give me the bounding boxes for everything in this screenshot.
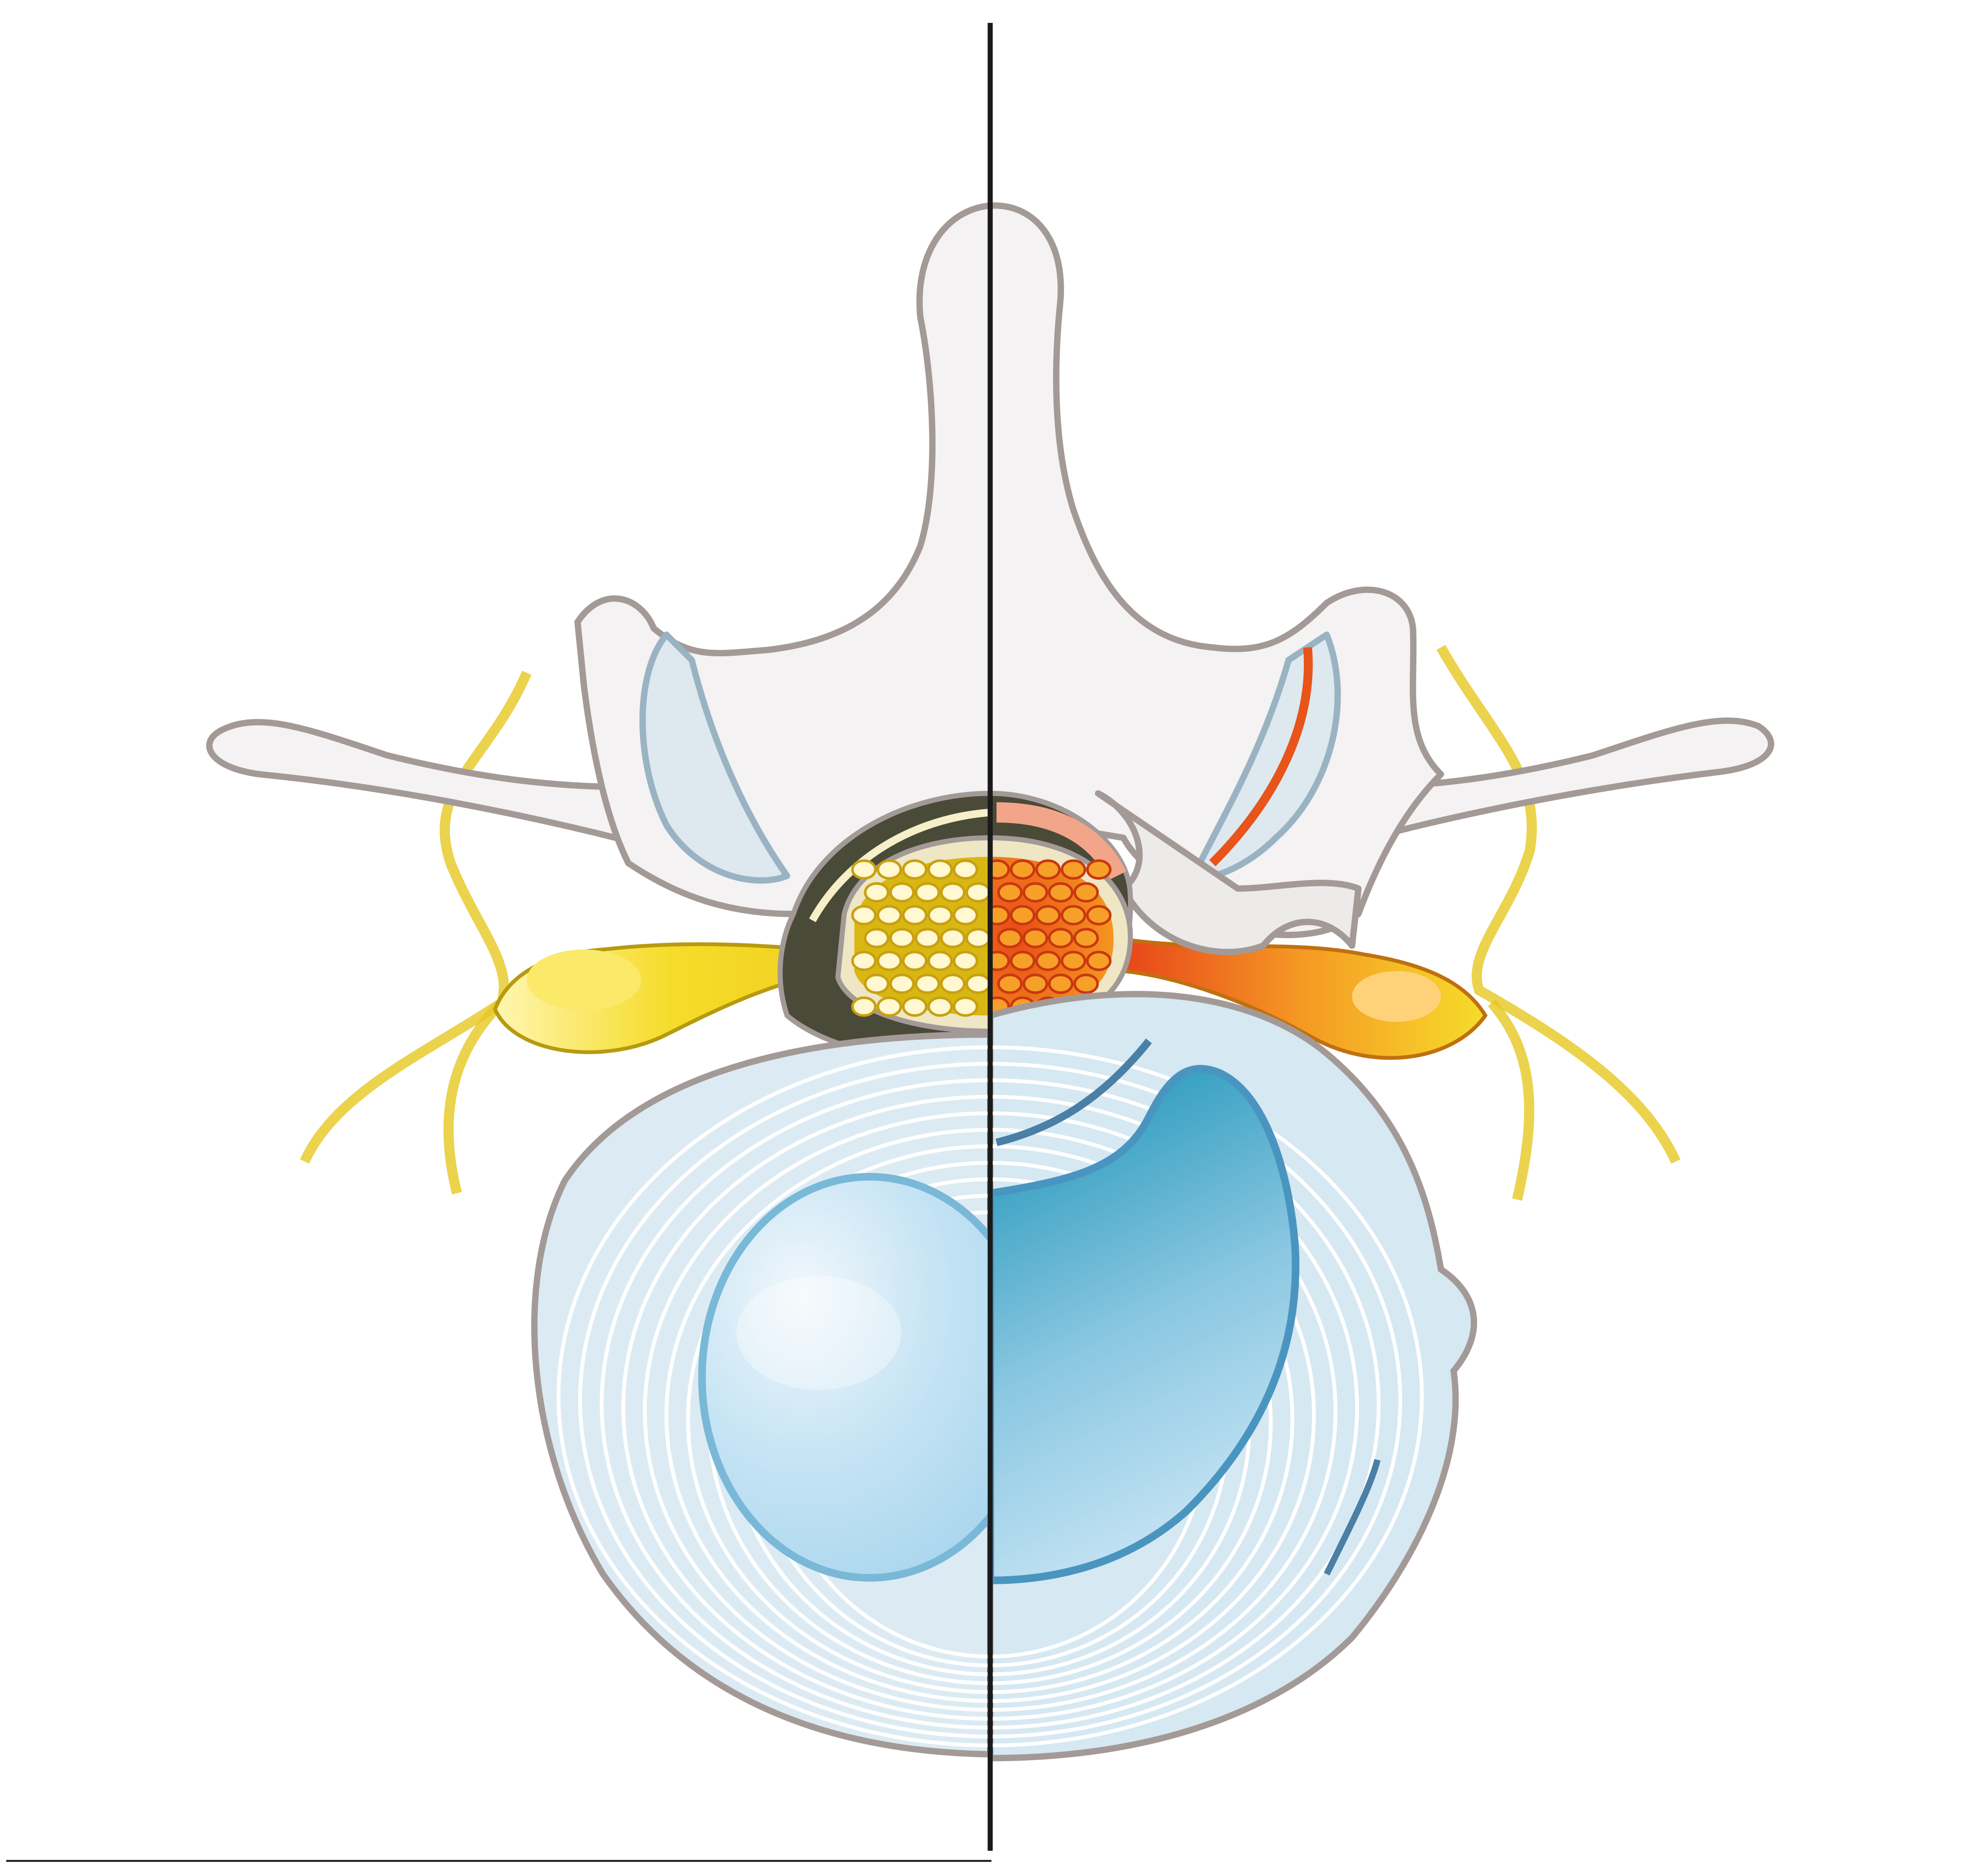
annulus-ring <box>991 1078 1381 1730</box>
nerve-fiber <box>927 905 953 926</box>
right-transverse-process <box>1355 717 1774 841</box>
inflamed-nerve-fiber <box>1010 950 1036 971</box>
inflamed-nerve-fiber <box>1048 928 1074 948</box>
inflamed-nerve-fiber <box>1073 882 1099 903</box>
nerve-fiber <box>851 950 877 971</box>
nerve-fiber <box>876 905 902 926</box>
right-facet-inflammation <box>1209 647 1313 867</box>
nerve-fiber <box>965 928 991 948</box>
inflamed-nerve-fiber <box>1048 882 1074 903</box>
inflamed-nerve-fiber <box>1061 859 1086 880</box>
nerve-fiber <box>902 950 928 971</box>
nerve-fiber <box>952 996 979 1017</box>
annulus-ring <box>991 1095 1359 1721</box>
nerve-fiber <box>940 973 966 994</box>
annulus-ring <box>991 1045 1424 1748</box>
nerve-fiber <box>914 928 940 948</box>
nerve-fiber <box>902 996 928 1017</box>
nerve-fiber <box>864 928 890 948</box>
right-ligamentum-flavum-thickened <box>996 802 1127 881</box>
nerve-fiber <box>965 882 991 903</box>
nerve-fiber <box>876 859 902 880</box>
nerve-fiber <box>889 973 915 994</box>
healthy-nucleus-pulposus <box>698 1173 992 1582</box>
annulus-ring <box>991 1062 1403 1739</box>
nerve-fiber <box>851 996 877 1017</box>
right-dorsal-root-ganglion <box>1352 971 1441 1022</box>
inflamed-nerve-fiber <box>1048 973 1074 994</box>
inflamed-nerve-fiber <box>997 973 1023 994</box>
left-ligamentum-flavum <box>809 808 991 922</box>
intervertebral-disc <box>531 991 1477 1761</box>
inflamed-nerve-fiber <box>991 859 1010 880</box>
right-osteophyte <box>1095 790 1362 955</box>
inflamed-nerve-fiber <box>1022 882 1048 903</box>
inflamed-nerve-fiber <box>1073 928 1099 948</box>
inflamed-nerve-fiber <box>991 905 1010 926</box>
annulus-ring <box>991 1161 1273 1685</box>
inflamed-nerve-fiber <box>1022 928 1048 948</box>
vertebral-arch <box>206 202 1774 955</box>
inflamed-nerve-fiber <box>1035 950 1061 971</box>
annular-tear-lateral <box>1324 1459 1381 1576</box>
nerve-fiber <box>889 928 915 948</box>
nerve-fiber <box>940 882 966 903</box>
nerve-fiber <box>864 882 890 903</box>
nerve-fiber <box>952 859 979 880</box>
left-dorsal-root-ganglion <box>527 949 641 1011</box>
nerve-fiber <box>914 882 940 903</box>
nerve-fiber <box>876 950 902 971</box>
inflamed-nerve-fiber <box>1010 859 1036 880</box>
nerve-fiber <box>952 905 979 926</box>
nerve-fiber <box>902 859 928 880</box>
inflamed-nerve-fiber <box>991 950 1010 971</box>
inflamed-nerve-fiber <box>1035 859 1061 880</box>
inflamed-nerve-fiber <box>1086 859 1112 880</box>
inflamed-nerve-fiber <box>1010 905 1036 926</box>
nerve-fiber <box>889 882 915 903</box>
nerve-fiber <box>927 859 953 880</box>
nerve-fiber <box>927 950 953 971</box>
inflamed-nerve-fiber <box>1035 905 1061 926</box>
inflamed-nerve-fiber <box>1086 950 1112 971</box>
nerve-fiber <box>940 928 966 948</box>
annulus-ring <box>991 1128 1316 1703</box>
nerve-fiber <box>876 996 902 1017</box>
inflamed-nerve-fiber <box>997 882 1023 903</box>
annulus-ring <box>991 1111 1337 1712</box>
annulus-ring <box>991 1144 1294 1694</box>
nerve-fiber <box>914 973 940 994</box>
nerve-fiber <box>864 973 890 994</box>
inflamed-nerve-fiber <box>1073 973 1099 994</box>
inflamed-nerve-fiber <box>1061 950 1086 971</box>
left-transverse-process <box>206 719 632 841</box>
left-facet-joint <box>639 631 791 884</box>
inflamed-nerve-fiber <box>997 928 1023 948</box>
nerve-fiber <box>851 905 877 926</box>
annular-tear <box>996 1038 1152 1147</box>
herniated-disc <box>991 991 1477 1761</box>
nerve-fiber <box>952 950 979 971</box>
inflamed-nerve-fiber <box>1086 905 1112 926</box>
nerve-fiber <box>965 973 991 994</box>
spinal-cord <box>835 835 1133 1034</box>
herniated-nucleus-pulposus <box>991 1065 1300 1584</box>
nerve-fiber <box>851 859 877 880</box>
left-nerve-root <box>300 671 846 1195</box>
right-nerve-root <box>1121 645 1681 1201</box>
nerve-fiber <box>927 996 953 1017</box>
nerve-fiber <box>902 905 928 926</box>
inflamed-nerve-fiber <box>1022 973 1048 994</box>
inflamed-nerve-fiber <box>1061 905 1086 926</box>
